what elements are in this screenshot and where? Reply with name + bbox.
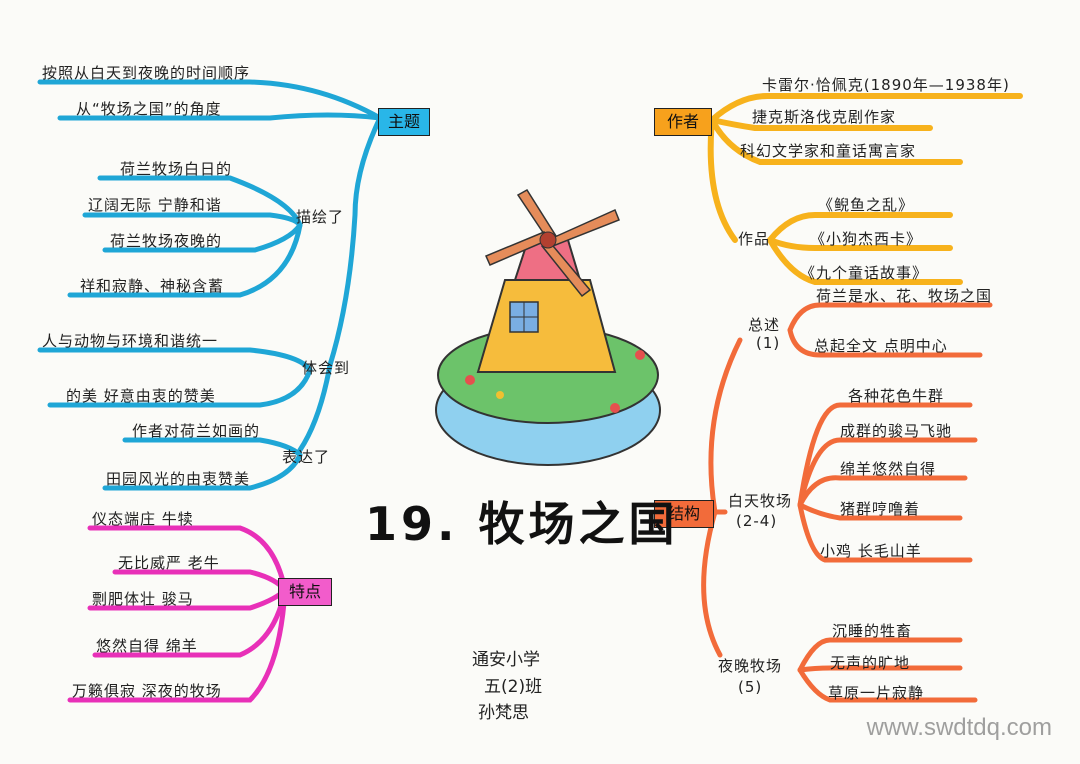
- depict-item: 辽阔无际 宁静和谐: [88, 196, 222, 214]
- day-item: 绵羊悠然自得: [840, 460, 937, 478]
- day-item: 小鸡 长毛山羊: [820, 542, 922, 560]
- author-item: 科幻文学家和童话寓言家: [740, 142, 917, 160]
- school-name: 通安小学: [472, 650, 540, 670]
- express-item: 田园风光的由衷赞美: [106, 470, 251, 488]
- day-label: 白天牧场: [728, 492, 793, 510]
- page-title: 19. 牧场之国: [365, 497, 679, 551]
- express-item: 作者对荷兰如画的: [132, 422, 261, 440]
- night-item: 无声的旷地: [830, 654, 911, 672]
- depict-label: 描绘了: [296, 208, 345, 226]
- realize-item: 的美 好意由衷的赞美: [66, 387, 216, 405]
- windmill-illustration: [435, 188, 661, 466]
- summary-item: 总起全文 点明中心: [814, 337, 948, 355]
- day-item: 成群的骏马飞驰: [840, 422, 953, 440]
- night-item: 草原一片寂静: [828, 684, 925, 702]
- night-para: (5): [738, 678, 763, 696]
- author-box: 作者: [654, 108, 712, 136]
- theme-item: 按照从白天到夜晚的时间顺序: [42, 64, 251, 82]
- class-name: 五(2)班: [484, 677, 543, 697]
- structure-box: 结构: [654, 500, 714, 528]
- author-item: 捷克斯洛伐克剧作家: [752, 108, 897, 126]
- depict-item: 祥和寂静、神秘含蓄: [80, 277, 225, 295]
- features-box: 特点: [278, 578, 332, 606]
- depict-item: 荷兰牧场白日的: [120, 160, 233, 178]
- work-item: 《鲵鱼之乱》: [818, 196, 915, 214]
- summary-para: (1): [756, 334, 781, 352]
- theme-item: 从“牧场之国”的角度: [76, 100, 222, 118]
- feature-item: 悠然自得 绵羊: [96, 637, 198, 655]
- summary-label: 总述: [748, 316, 781, 334]
- feature-item: 无比威严 老牛: [118, 554, 220, 572]
- work-item: 《九个童话故事》: [800, 264, 929, 282]
- express-label: 表达了: [282, 448, 331, 466]
- realize-item: 人与动物与环境和谐统一: [42, 332, 219, 350]
- works-label: 作品: [738, 230, 771, 248]
- theme-box: 主题: [378, 108, 430, 136]
- summary-item: 荷兰是水、花、牧场之国: [816, 287, 993, 305]
- author-item: 卡雷尔·恰佩克(1890年—1938年): [762, 76, 1010, 94]
- work-item: 《小狗杰西卡》: [810, 230, 923, 248]
- feature-item: 仪态端庄 牛犊: [92, 510, 194, 528]
- feature-item: 剽肥体壮 骏马: [92, 590, 194, 608]
- watermark: www.swdtdq.com: [866, 714, 1052, 741]
- realize-label: 体会到: [302, 359, 351, 377]
- night-label: 夜晚牧场: [718, 657, 783, 675]
- feature-item: 万籁俱寂 深夜的牧场: [72, 682, 222, 700]
- day-para: (2-4): [736, 512, 778, 530]
- day-item: 猪群哼噜着: [840, 500, 921, 518]
- student-name: 孙梵思: [478, 703, 529, 723]
- night-item: 沉睡的牲畜: [832, 622, 913, 640]
- depict-item: 荷兰牧场夜晚的: [110, 232, 223, 250]
- day-item: 各种花色牛群: [848, 387, 945, 405]
